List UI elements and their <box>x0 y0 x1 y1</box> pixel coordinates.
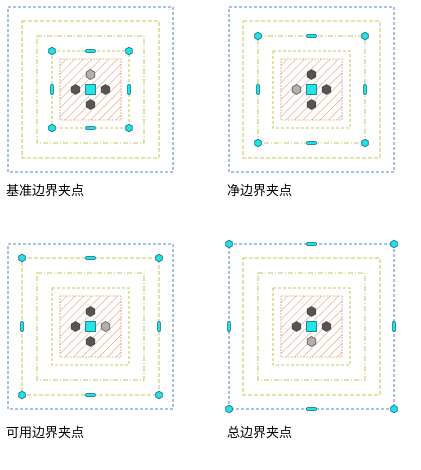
net-boundary <box>257 272 366 381</box>
center-grip-dot-icon <box>70 321 81 332</box>
edge-grip-icon <box>85 49 96 53</box>
center-grip-icon <box>306 321 317 332</box>
grip-panel-1 <box>7 6 174 173</box>
center-grip-dot-icon <box>321 321 332 332</box>
edge-grip-icon <box>306 141 317 145</box>
outer-boundary <box>228 6 395 173</box>
edge-grip-icon <box>306 242 317 246</box>
edge-grip-icon <box>127 84 131 95</box>
center-grip-dot-icon <box>100 321 111 332</box>
center-grip-dot-icon <box>306 99 317 110</box>
base-boundary <box>51 287 130 366</box>
usable-boundary <box>21 20 160 159</box>
corner-grip-icon <box>254 31 262 41</box>
center-grip-dot-icon <box>306 306 317 317</box>
center-grip-icon <box>85 84 96 95</box>
corner-grip-icon <box>48 46 56 56</box>
edge-grip-icon <box>227 321 231 332</box>
edge-grip-icon <box>85 256 96 260</box>
edge-grip-icon <box>392 321 396 332</box>
panel-1-label: 基准边界夹点 <box>6 184 85 199</box>
corner-grip-icon <box>155 390 163 400</box>
center-grip-dot-icon <box>291 84 302 95</box>
usable-boundary <box>242 20 381 159</box>
grip-panel-4 <box>225 239 398 414</box>
outer-boundary <box>7 6 174 173</box>
corner-grip-icon <box>125 123 133 133</box>
corner-grip-icon <box>361 31 369 41</box>
base-boundary <box>272 50 351 129</box>
corner-grip-icon <box>390 239 398 249</box>
center-grip-dot-icon <box>85 69 96 80</box>
center-grip-dot-icon <box>70 84 81 95</box>
panel-4-label: 总边界夹点 <box>227 426 293 441</box>
outer-boundary <box>7 243 174 410</box>
panel-3-label: 可用边界夹点 <box>6 426 85 441</box>
corner-grip-icon <box>225 239 233 249</box>
corner-grip-icon <box>225 404 233 414</box>
net-boundary <box>36 272 145 381</box>
corner-grip-icon <box>48 123 56 133</box>
center-grip-dot-icon <box>100 84 111 95</box>
corner-grip-icon <box>155 253 163 263</box>
center-grip-dot-icon <box>306 336 317 347</box>
edge-grip-icon <box>256 84 260 95</box>
center-grip-dot-icon <box>321 84 332 95</box>
center-grip-dot-icon <box>85 336 96 347</box>
corner-grip-icon <box>18 390 26 400</box>
grip-panel-2 <box>228 6 395 173</box>
edge-grip-icon <box>85 126 96 130</box>
net-boundary <box>36 35 145 144</box>
center-grip-dot-icon <box>85 306 96 317</box>
edge-grip-icon <box>157 321 161 332</box>
center-grip-dot-icon <box>291 321 302 332</box>
usable-boundary <box>242 257 381 396</box>
center-grip-dot-icon <box>306 69 317 80</box>
edge-grip-icon <box>306 34 317 38</box>
corner-grip-icon <box>18 253 26 263</box>
grip-panel-3 <box>7 243 174 410</box>
corner-grip-icon <box>254 138 262 148</box>
edge-grip-icon <box>85 393 96 397</box>
center-grip-dot-icon <box>85 99 96 110</box>
corner-grip-icon <box>125 46 133 56</box>
edge-grip-icon <box>20 321 24 332</box>
edge-grip-icon <box>50 84 54 95</box>
panel-2-label: 净边界夹点 <box>227 184 293 199</box>
center-grip-icon <box>85 321 96 332</box>
corner-grip-icon <box>390 404 398 414</box>
corner-grip-icon <box>361 138 369 148</box>
base-boundary <box>272 287 351 366</box>
center-grip-icon <box>306 84 317 95</box>
edge-grip-icon <box>306 407 317 411</box>
edge-grip-icon <box>363 84 367 95</box>
